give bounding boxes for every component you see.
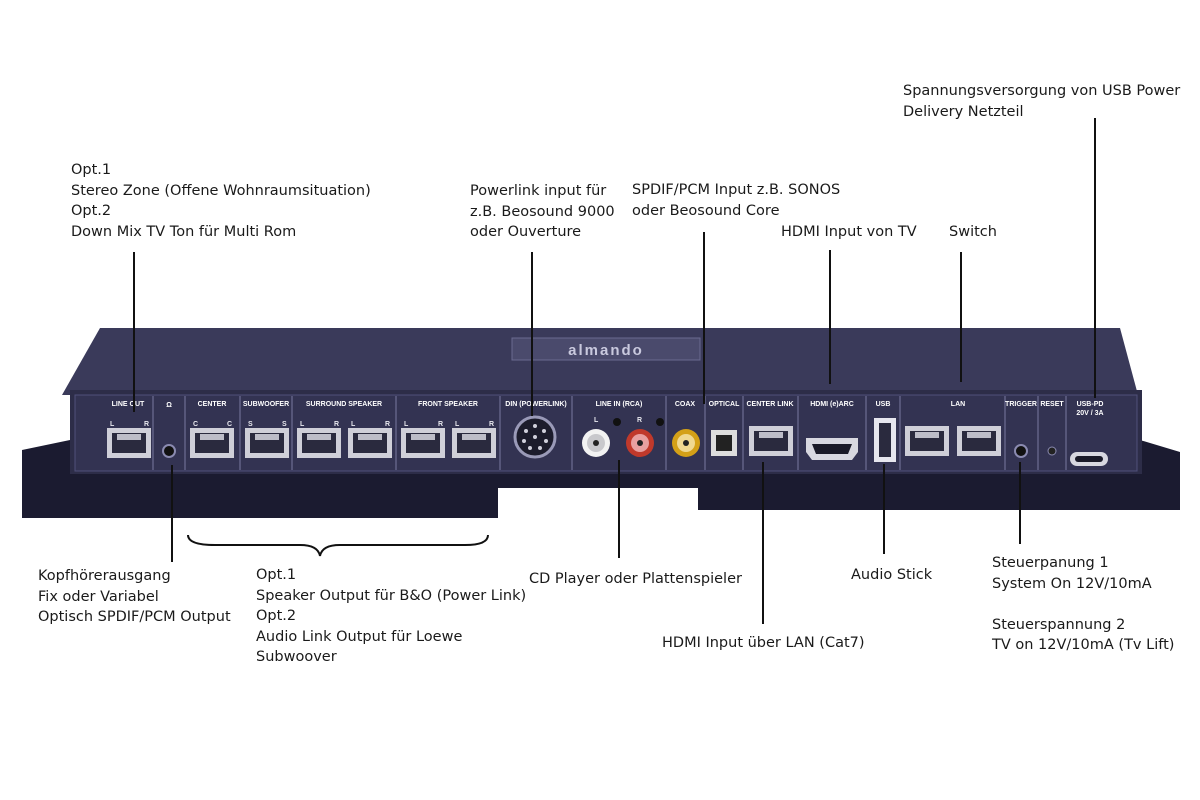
port-label-usb-pd-spec: 20V / 3A bbox=[1076, 410, 1103, 417]
leader-headphone bbox=[171, 465, 173, 562]
line-out-jack bbox=[107, 428, 151, 458]
leader-hdmi-tv bbox=[829, 250, 831, 384]
mark-sub-s1: S bbox=[248, 421, 253, 428]
port-label-hdmi-arc: HDMI (e)ARC bbox=[810, 401, 854, 408]
port-label-line-in: LINE IN (RCA) bbox=[596, 401, 643, 408]
port-label-din: DIN (POWERLINK) bbox=[505, 401, 566, 408]
front-jack-l bbox=[401, 428, 445, 458]
leader-powerlink bbox=[531, 252, 533, 416]
mark-sur-l: L bbox=[300, 421, 305, 428]
subwoofer-jack bbox=[245, 428, 289, 458]
rca-red bbox=[626, 429, 654, 457]
reset-button bbox=[1047, 446, 1057, 456]
mark-sur-r2: R bbox=[385, 421, 390, 428]
center-link-jack bbox=[749, 426, 793, 456]
rj45-jacks bbox=[107, 426, 1001, 458]
leader-spdif bbox=[703, 232, 705, 404]
surround-jack-r bbox=[348, 428, 392, 458]
front-jack-r bbox=[452, 428, 496, 458]
lan-jack-1 bbox=[905, 426, 949, 456]
port-label-trigger: TRIGGER bbox=[1005, 401, 1037, 408]
port-label-line-out: LINE OUT bbox=[112, 401, 145, 408]
brand-logo: almando bbox=[568, 342, 644, 359]
callout-switch: Switch bbox=[949, 224, 997, 240]
port-label-surround: SURROUND SPEAKER bbox=[306, 401, 382, 408]
mark-center-c1: C bbox=[193, 421, 198, 428]
port-label-center: CENTER bbox=[198, 401, 227, 408]
mark-sur-l2: L bbox=[351, 421, 356, 428]
mark-line-out-l: L bbox=[110, 421, 115, 428]
callout-hdmi-tv: HDMI Input von TV bbox=[781, 224, 917, 240]
headphone-jack bbox=[162, 444, 176, 458]
trigger-jack bbox=[1014, 444, 1028, 458]
rca-coax bbox=[672, 429, 700, 457]
port-label-lan: LAN bbox=[951, 401, 965, 408]
usb-c-port bbox=[1070, 452, 1108, 466]
mark-line-in-l: L bbox=[594, 417, 599, 424]
port-label-optical: OPTICAL bbox=[709, 401, 740, 408]
leader-power bbox=[1094, 118, 1096, 398]
center-jack bbox=[190, 428, 234, 458]
mark-sub-s2: S bbox=[282, 421, 287, 428]
port-label-usb: USB bbox=[876, 401, 891, 408]
mark-front-l2: L bbox=[455, 421, 460, 428]
mark-front-r2: R bbox=[489, 421, 494, 428]
port-label-usb-pd: USB-PD bbox=[1077, 401, 1104, 408]
leader-cd bbox=[618, 460, 620, 558]
brand-plate bbox=[511, 337, 701, 361]
rca-white bbox=[582, 429, 610, 457]
port-label-coax: COAX bbox=[675, 401, 696, 408]
callout-audio-stick: Audio Stick bbox=[851, 567, 933, 583]
hdmi-port bbox=[806, 438, 858, 460]
mark-front-l: L bbox=[404, 421, 409, 428]
port-label-reset: RESET bbox=[1040, 401, 1064, 408]
port-label-subwoofer: SUBWOOFER bbox=[243, 401, 289, 408]
mark-line-in-r: R bbox=[637, 417, 642, 424]
leader-switch bbox=[960, 252, 962, 382]
lan-jack-2 bbox=[957, 426, 1001, 456]
usb-port bbox=[874, 418, 896, 462]
leader-hdmi-lan bbox=[762, 462, 764, 624]
mark-sur-r1: R bbox=[334, 421, 339, 428]
surround-jack-l bbox=[297, 428, 341, 458]
leader-line-out bbox=[133, 252, 135, 412]
mark-center-c2: C bbox=[227, 421, 232, 428]
leader-audio-stick bbox=[883, 464, 885, 554]
device-lid bbox=[62, 328, 1138, 395]
callout-hdmi-lan: HDMI Input über LAN (Cat7) bbox=[662, 635, 865, 651]
speaker-bracket bbox=[187, 534, 489, 557]
mark-line-out-r: R bbox=[144, 421, 149, 428]
callout-cd: CD Player oder Plattenspieler bbox=[529, 571, 742, 587]
port-label-front: FRONT SPEAKER bbox=[418, 401, 478, 408]
mark-front-r1: R bbox=[438, 421, 443, 428]
port-label-headphone: Ω bbox=[166, 402, 172, 409]
port-label-center-link: CENTER LINK bbox=[746, 401, 793, 408]
leader-trigger bbox=[1019, 462, 1021, 544]
optical-port bbox=[711, 430, 737, 456]
